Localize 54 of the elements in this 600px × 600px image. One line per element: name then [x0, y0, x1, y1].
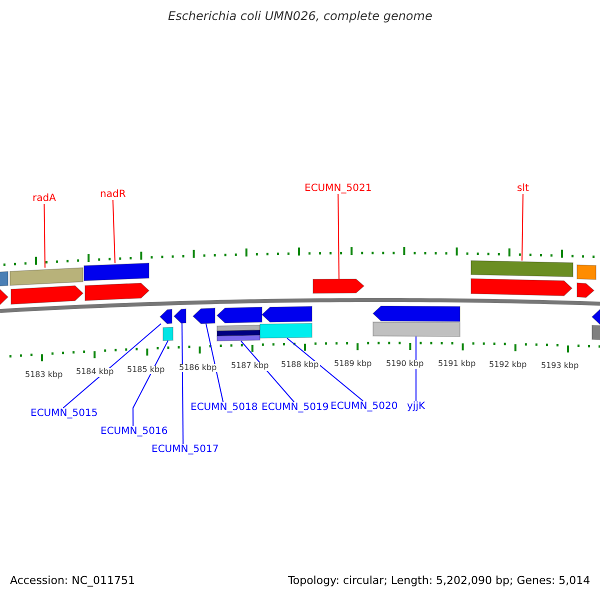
- gene-block: [159, 308, 172, 324]
- gene-label: radA: [32, 193, 56, 204]
- leader-line: [286, 338, 364, 402]
- gene-label: ECUMN_5020: [330, 401, 398, 412]
- axis-tick-label: 5184 kbp: [75, 368, 115, 377]
- axis-tick-label: 5190 kbp: [385, 360, 425, 369]
- gene-block: [192, 308, 216, 324]
- gene-block: [84, 282, 150, 302]
- leader-line: [44, 204, 46, 268]
- axis-tick-label: 5192 kbp: [488, 361, 528, 370]
- gene-block: [592, 324, 600, 340]
- leader-line: [112, 200, 116, 264]
- gene-block: [470, 278, 573, 296]
- leader-line: [522, 194, 524, 262]
- gene-label: ECUMN_5019: [262, 402, 329, 413]
- axis-tick-label: 5186 kbp: [178, 364, 218, 372]
- axis-tick-label: 5189 kbp: [333, 360, 373, 369]
- gene-block: [372, 322, 460, 337]
- gene-label: ECUMN_5018: [190, 402, 258, 413]
- leader-line: [132, 340, 168, 426]
- axis-tick-label: 5188 kbp: [280, 360, 320, 370]
- gene-block: [470, 260, 574, 278]
- gene-block: [576, 282, 595, 298]
- axis-tick-label: 5183 kbp: [24, 371, 64, 380]
- accession-text: Accession: NC_011751: [10, 575, 136, 588]
- genome-info-text: Topology: circular; Length: 5,202,090 bp; Genes: 5,014: [288, 575, 590, 588]
- leader-line: [62, 323, 162, 408]
- axis-tick-label: 5191 kbp: [437, 360, 477, 370]
- leader-line: [182, 322, 184, 444]
- leader-line: [338, 194, 340, 280]
- gene-label: nadR: [100, 189, 126, 200]
- gene-block: [84, 262, 150, 282]
- gene-block: [216, 334, 260, 342]
- gene-label: yjjK: [407, 401, 426, 412]
- axis-tick-label: 5193 kbp: [540, 362, 580, 372]
- gene-block: [173, 308, 186, 324]
- gene-block: [261, 306, 312, 322]
- axis-tick-label: 5185 kbp: [126, 366, 166, 374]
- gene-block: [372, 306, 460, 322]
- gene-block: [162, 326, 174, 342]
- axis-tick-label: 5187 kbp: [230, 362, 270, 371]
- gene-label: ECUMN_5021: [304, 183, 372, 194]
- gene-label: ECUMN_5015: [30, 408, 98, 419]
- gene-block: [576, 264, 596, 280]
- gene-label: ECUMN_5016: [100, 426, 168, 437]
- gene-block: [10, 267, 84, 286]
- gene-block: [312, 278, 365, 294]
- gene-label: ECUMN_5017: [152, 444, 219, 455]
- gene-block: [216, 306, 262, 324]
- diagram-title: Escherichia coli UMN026, complete genome: [168, 10, 432, 24]
- gene-block: [260, 323, 312, 338]
- leader-line: [206, 323, 224, 402]
- gene-block: [591, 308, 600, 326]
- gene-label: slt: [517, 183, 529, 194]
